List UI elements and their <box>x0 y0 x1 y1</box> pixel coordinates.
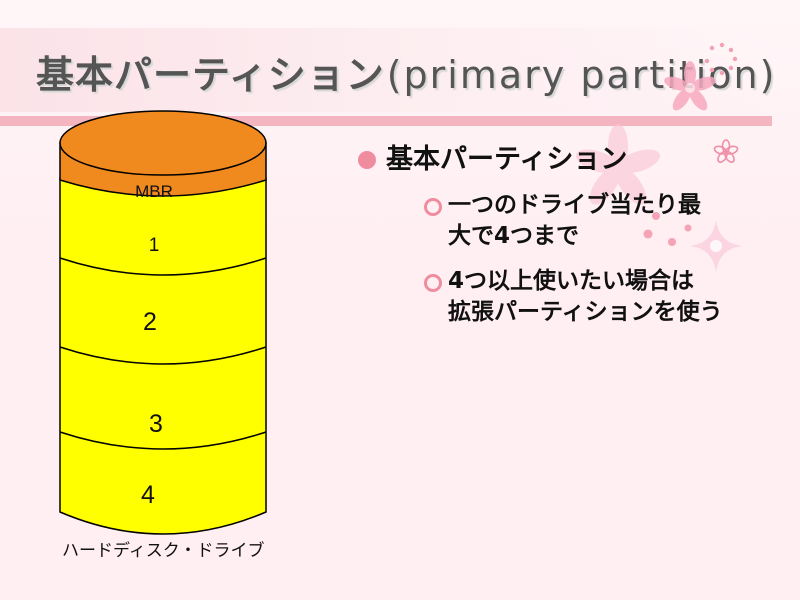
sub-bullet-list: 一つのドライブ当たり最 大で4つまで 4つ以上使いたい場合は 拡張パーティション… <box>386 190 778 328</box>
segment-label-3: 3 <box>149 410 163 438</box>
segment-label-mbr: MBR <box>135 182 173 201</box>
hard-disk-diagram: MBR 1 2 3 4 <box>59 110 267 535</box>
title-bar <box>0 28 770 112</box>
sub-bullet-line: 大で4つまで <box>448 223 580 249</box>
sub-bullet-line: 4つ以上使いたい場合は <box>448 268 695 294</box>
sub-bullet-ring-icon <box>424 198 442 216</box>
partition-divider-1-2 <box>59 257 267 276</box>
bullet-dot-icon <box>358 151 376 169</box>
disk-caption: ハードディスク・ドライブ <box>62 541 265 561</box>
sub-bullet-ring-icon <box>424 274 442 292</box>
disk-top <box>59 110 267 176</box>
sub-bullet-item: 4つ以上使いたい場合は 拡張パーティションを使う <box>424 266 778 328</box>
sub-bullet-line: 拡張パーティションを使う <box>448 299 723 325</box>
title-japanese: 基本パーティション <box>36 53 385 97</box>
title-latin: (primary partition) <box>386 53 777 97</box>
title-underline <box>0 116 772 126</box>
partition-divider-3-4 <box>59 431 267 450</box>
bullet-item: 基本パーティション 一つのドライブ当たり最 大で4つまで 4つ以上使いたい場合は… <box>358 142 778 328</box>
segment-label-1: 1 <box>149 235 160 256</box>
segment-label-4: 4 <box>141 481 155 509</box>
bullet-text: 基本パーティション <box>386 144 628 175</box>
segment-label-2: 2 <box>143 308 157 336</box>
sub-bullet-line: 一つのドライブ当たり最 <box>448 192 701 218</box>
partition-divider-2-3 <box>59 346 267 365</box>
sub-bullet-item: 一つのドライブ当たり最 大で4つまで <box>424 190 778 252</box>
bullet-list: 基本パーティション 一つのドライブ当たり最 大で4つまで 4つ以上使いたい場合は… <box>358 142 778 342</box>
